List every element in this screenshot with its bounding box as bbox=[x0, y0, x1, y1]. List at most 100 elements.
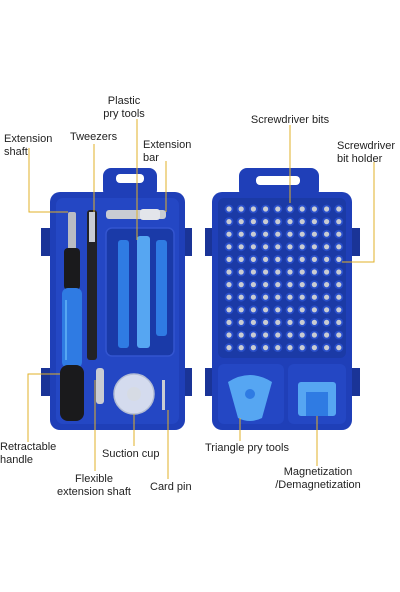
screwdriver-bit bbox=[238, 345, 244, 351]
screwdriver-handle-item bbox=[60, 212, 84, 421]
label-line: Retractable bbox=[0, 441, 57, 453]
screwdriver-bit bbox=[226, 345, 232, 351]
screwdriver-bit bbox=[336, 219, 342, 225]
plastic-pry-tools-item bbox=[118, 236, 167, 348]
screwdriver-bit bbox=[336, 332, 342, 338]
label-line: bit holder bbox=[337, 153, 383, 165]
screwdriver-bit bbox=[311, 307, 317, 313]
screwdriver-bit bbox=[324, 282, 330, 288]
screwdriver-bit bbox=[299, 206, 305, 212]
screwdriver-bit bbox=[263, 319, 269, 325]
screwdriver-bit bbox=[311, 282, 317, 288]
label-line: bar bbox=[143, 152, 159, 164]
label-line: Extension bbox=[4, 133, 53, 145]
screwdriver-bit bbox=[263, 269, 269, 275]
label-screwdriver-bit-holder: Screwdriver bit holder bbox=[337, 140, 395, 166]
label-extension-shaft: Extension shaft bbox=[4, 133, 52, 159]
screwdriver-bit bbox=[238, 219, 244, 225]
screwdriver-bit bbox=[336, 256, 342, 262]
screwdriver-bit bbox=[287, 244, 293, 250]
label-card-pin: Card pin bbox=[150, 481, 192, 493]
screwdriver-bit bbox=[275, 269, 281, 275]
screwdriver-bit bbox=[324, 345, 330, 351]
label-extension-bar: Extension bar bbox=[143, 139, 191, 165]
screwdriver-bit bbox=[336, 206, 342, 212]
label-triangle-pry-tools: Triangle pry tools bbox=[205, 442, 289, 454]
screwdriver-bit bbox=[238, 282, 244, 288]
screwdriver-bit bbox=[287, 231, 293, 237]
screwdriver-bit bbox=[263, 256, 269, 262]
screwdriver-bit bbox=[287, 332, 293, 338]
screwdriver-bit bbox=[226, 256, 232, 262]
screwdriver-bit bbox=[299, 231, 305, 237]
screwdriver-bit bbox=[324, 294, 330, 300]
screwdriver-bit bbox=[275, 219, 281, 225]
screwdriver-bit bbox=[226, 319, 232, 325]
screwdriver-bit bbox=[275, 244, 281, 250]
screwdriver-bit bbox=[336, 294, 342, 300]
screwdriver-bit bbox=[226, 206, 232, 212]
label-line: Plastic bbox=[107, 95, 141, 107]
extension-bar-item bbox=[106, 209, 166, 220]
magnetizer-item bbox=[298, 382, 336, 416]
screwdriver-bit bbox=[336, 282, 342, 288]
label-line: extension shaft bbox=[57, 486, 131, 498]
label-magnetization: Magnetization /Demagnetization bbox=[266, 466, 370, 492]
screwdriver-bit bbox=[263, 206, 269, 212]
screwdriver-bit bbox=[311, 206, 317, 212]
label-tweezers: Tweezers bbox=[70, 131, 118, 143]
screwdriver-bit bbox=[238, 256, 244, 262]
screwdriver-bit bbox=[263, 345, 269, 351]
screwdriver-bit bbox=[324, 269, 330, 275]
screwdriver-bit bbox=[336, 231, 342, 237]
screwdriver-bit bbox=[336, 269, 342, 275]
screwdriver-bit bbox=[226, 219, 232, 225]
label-plastic-pry-tools: Plastic pry tools bbox=[96, 95, 152, 121]
screwdriver-bit bbox=[324, 307, 330, 313]
screwdriver-bit bbox=[275, 294, 281, 300]
screwdriver-bit bbox=[324, 244, 330, 250]
screwdriver-bit bbox=[263, 282, 269, 288]
screwdriver-bit bbox=[311, 294, 317, 300]
tweezers-item bbox=[87, 210, 97, 360]
screwdriver-bit bbox=[299, 307, 305, 313]
screwdriver-bit bbox=[336, 345, 342, 351]
label-line: shaft bbox=[4, 146, 28, 158]
screwdriver-bit bbox=[226, 231, 232, 237]
label-retractable-handle: Retractable handle bbox=[0, 441, 56, 467]
screwdriver-bit bbox=[287, 219, 293, 225]
label-line: Screwdriver bbox=[337, 140, 396, 152]
screwdriver-bit bbox=[311, 256, 317, 262]
screwdriver-bit bbox=[311, 269, 317, 275]
screwdriver-bit bbox=[287, 269, 293, 275]
screwdriver-bit bbox=[250, 282, 256, 288]
screwdriver-bit bbox=[287, 294, 293, 300]
leader-lines bbox=[27, 119, 375, 479]
screwdriver-bit bbox=[311, 345, 317, 351]
screwdriver-bit bbox=[299, 219, 305, 225]
screwdriver-bit bbox=[238, 231, 244, 237]
screwdriver-bit bbox=[275, 319, 281, 325]
screwdriver-bit bbox=[263, 231, 269, 237]
screwdriver-bit bbox=[250, 332, 256, 338]
screwdriver-bit bbox=[238, 294, 244, 300]
screwdriver-bit bbox=[250, 319, 256, 325]
screwdriver-bit bbox=[287, 206, 293, 212]
screwdriver-bit bbox=[311, 231, 317, 237]
screwdriver-bit bbox=[287, 307, 293, 313]
screwdriver-bit bbox=[275, 256, 281, 262]
screwdriver-bits-grid bbox=[224, 204, 344, 352]
screwdriver-bit bbox=[287, 319, 293, 325]
screwdriver-bit bbox=[238, 206, 244, 212]
suction-cup-item bbox=[113, 373, 155, 415]
screwdriver-bit bbox=[287, 282, 293, 288]
screwdriver-bit bbox=[299, 345, 305, 351]
screwdriver-bit bbox=[263, 307, 269, 313]
screwdriver-bit bbox=[250, 345, 256, 351]
screwdriver-bit bbox=[250, 269, 256, 275]
screwdriver-bit bbox=[324, 332, 330, 338]
screwdriver-bit bbox=[226, 307, 232, 313]
label-line: Magnetization bbox=[283, 466, 353, 478]
